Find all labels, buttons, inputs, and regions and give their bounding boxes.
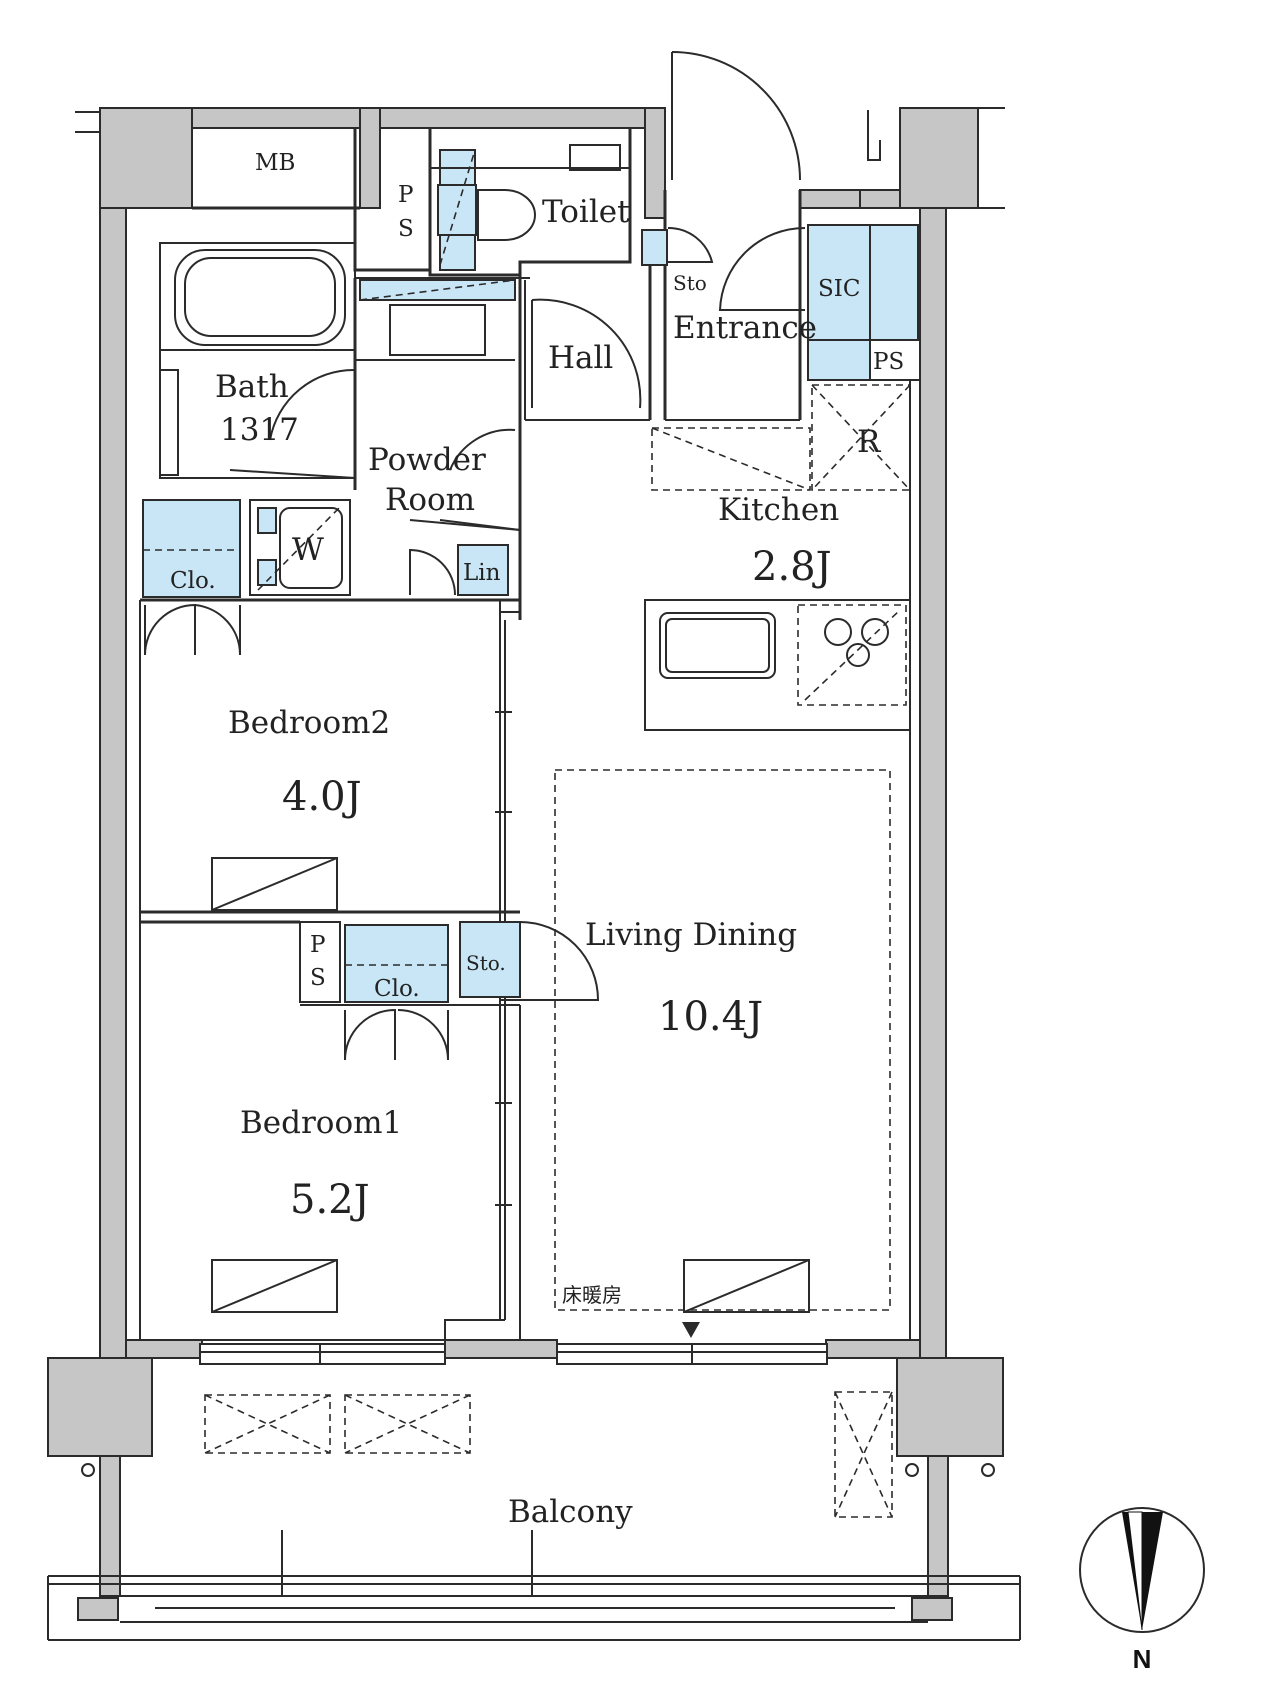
label-kitchen-size: 2.8J [752,544,832,590]
label-washer: W [292,532,324,568]
label-bath-size: 1317 [220,412,299,448]
label-entrance: Entrance [673,310,817,346]
sliding-door-marks [495,611,520,1206]
label-mb: MB [255,150,295,176]
label-sto-mid: Sto. [466,951,506,975]
label-kitchen: Kitchen [718,492,839,528]
label-toilet: Toilet [542,194,630,230]
label-floor-heating: 床暖房 [562,1283,622,1307]
room-labels: MB P S Toilet Sto Entrance SIC PS Hall B… [170,150,904,1530]
north-compass-icon: N [1079,1507,1205,1674]
label-clo-bed2: Clo. [170,568,216,594]
label-ps-top-1: P [398,182,413,208]
label-sic: SIC [818,276,860,302]
balcony-elements [47,1391,1021,1641]
label-refrigerator: R [857,424,882,460]
exterior-walls [47,107,1004,1621]
label-ps-mid-1: P [310,932,325,958]
label-ps-top-2: S [398,216,414,242]
label-clo-bed1: Clo. [374,976,420,1002]
label-ps-right: PS [873,349,904,375]
compass-north-label: N [1133,1644,1152,1674]
windows [199,1343,828,1365]
label-linen: Lin [463,560,501,586]
fixtures [142,144,911,1338]
label-bedroom2-size: 4.0J [282,774,362,820]
label-bedroom1-size: 5.2J [290,1177,370,1223]
label-living-dining: Living Dining [585,917,797,953]
label-living-dining-size: 10.4J [658,994,763,1040]
top-right-notch [75,107,1005,209]
label-hall: Hall [548,340,613,376]
label-bedroom2: Bedroom2 [228,705,390,741]
label-powder-1: Powder [368,442,486,478]
label-balcony: Balcony [508,1494,633,1530]
label-bedroom1: Bedroom1 [240,1105,402,1141]
label-bath: Bath [215,369,289,405]
doors [144,51,806,1061]
label-ps-mid-2: S [310,965,326,991]
label-powder-2: Room [385,482,475,518]
label-sto-top: Sto [673,271,707,295]
